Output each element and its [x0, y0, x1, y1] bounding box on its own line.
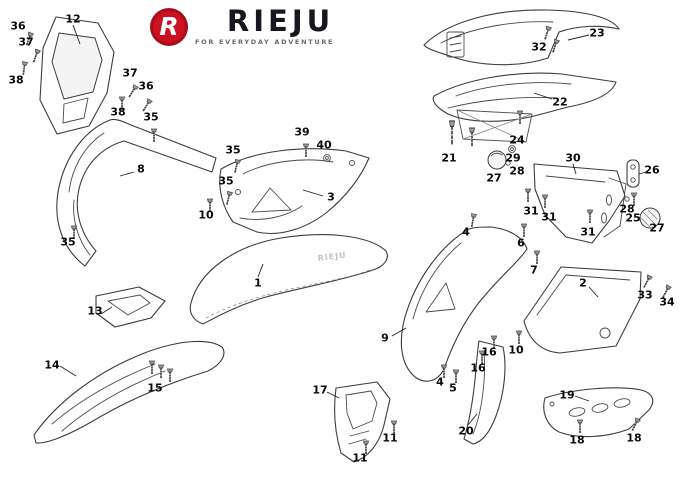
- part-front-bracket: [95, 286, 166, 328]
- part-callout-27: 27: [649, 221, 665, 235]
- part-callout-35: 35: [60, 235, 76, 249]
- part-callout-27: 27: [486, 171, 502, 185]
- part-rear-fender-upper: [423, 9, 620, 66]
- part-front-panel: [56, 118, 217, 267]
- brand-logo: R RIEJU FOR EVERYDAY ADVENTURE: [150, 7, 334, 46]
- part-front-fender: [33, 340, 225, 444]
- part-callout-31: 31: [523, 204, 539, 218]
- part-callout-38: 38: [110, 105, 126, 119]
- part-callout-32: 32: [531, 40, 547, 54]
- part-callout-26: 26: [644, 163, 660, 177]
- part-callout-37: 37: [18, 35, 34, 49]
- part-callout-19: 19: [559, 388, 575, 402]
- part-callout-18: 18: [626, 431, 642, 445]
- part-headlight-mask: [39, 16, 115, 135]
- part-callout-10: 10: [198, 208, 214, 222]
- part-callout-7: 7: [530, 263, 538, 277]
- part-callout-31: 31: [541, 210, 557, 224]
- part-callout-16: 16: [470, 361, 486, 375]
- part-callout-35: 35: [218, 174, 234, 188]
- part-callout-11: 11: [382, 431, 398, 445]
- brand-tagline: FOR EVERYDAY ADVENTURE: [195, 38, 335, 46]
- part-callout-3: 3: [327, 190, 335, 204]
- part-cap-right: [639, 207, 661, 229]
- part-side-panel-right: [523, 266, 642, 354]
- part-callout-11: 11: [352, 451, 368, 465]
- part-callout-31: 31: [580, 225, 596, 239]
- part-callout-20: 20: [458, 424, 474, 438]
- part-callout-1: 1: [254, 276, 262, 290]
- part-cap-left: [487, 150, 507, 170]
- part-callout-36: 36: [10, 19, 26, 33]
- part-callout-12: 12: [65, 12, 81, 26]
- part-callout-13: 13: [87, 304, 103, 318]
- part-callout-16: 16: [481, 345, 497, 359]
- leader-lines: [59, 24, 647, 426]
- part-callout-35: 35: [225, 143, 241, 157]
- part-callout-18: 18: [569, 433, 585, 447]
- part-callout-39: 39: [294, 125, 310, 139]
- part-radiator-shroud: [219, 148, 370, 235]
- part-callout-10: 10: [508, 343, 524, 357]
- part-number-plate-holder: [533, 163, 627, 244]
- part-callout-38: 38: [8, 73, 24, 87]
- part-side-panel-left: [400, 226, 528, 382]
- part-callout-28: 28: [619, 202, 635, 216]
- part-callout-21: 21: [441, 151, 457, 165]
- part-callout-34: 34: [659, 295, 675, 309]
- part-callout-29: 29: [505, 151, 521, 165]
- part-callout-30: 30: [565, 151, 581, 165]
- part-callout-23: 23: [589, 26, 605, 40]
- part-callout-4: 4: [462, 225, 470, 239]
- part-callout-40: 40: [316, 138, 332, 152]
- part-callout-2: 2: [579, 276, 587, 290]
- part-callout-35: 35: [143, 110, 159, 124]
- part-chain-guard: [543, 387, 654, 438]
- part-guard: [334, 381, 391, 463]
- part-callout-25: 25: [625, 211, 641, 225]
- part-seat: RIEJU: [189, 234, 388, 325]
- part-callout-33: 33: [637, 288, 653, 302]
- part-callout-28: 28: [509, 164, 525, 178]
- part-callout-9: 9: [381, 331, 389, 345]
- part-callout-8: 8: [137, 162, 145, 176]
- part-callout-14: 14: [44, 358, 60, 372]
- part-callout-17: 17: [312, 383, 328, 397]
- brand-name: RIEJU: [226, 4, 335, 38]
- part-callout-5: 5: [449, 381, 457, 395]
- seat-brand-text: RIEJU: [317, 251, 347, 263]
- brand-logo-icon: R: [150, 7, 188, 46]
- part-callout-36: 36: [138, 79, 154, 93]
- part-fork-protector: [463, 340, 506, 445]
- part-callout-6: 6: [517, 236, 525, 250]
- part-callout-4: 4: [436, 375, 444, 389]
- part-callout-37: 37: [122, 66, 138, 80]
- part-bracket: [626, 159, 640, 188]
- fastener-washers: [323, 145, 630, 202]
- part-callout-24: 24: [509, 133, 525, 147]
- part-rear-fender-lower: [432, 72, 617, 143]
- part-callout-15: 15: [147, 381, 163, 395]
- part-callout-22: 22: [552, 95, 568, 109]
